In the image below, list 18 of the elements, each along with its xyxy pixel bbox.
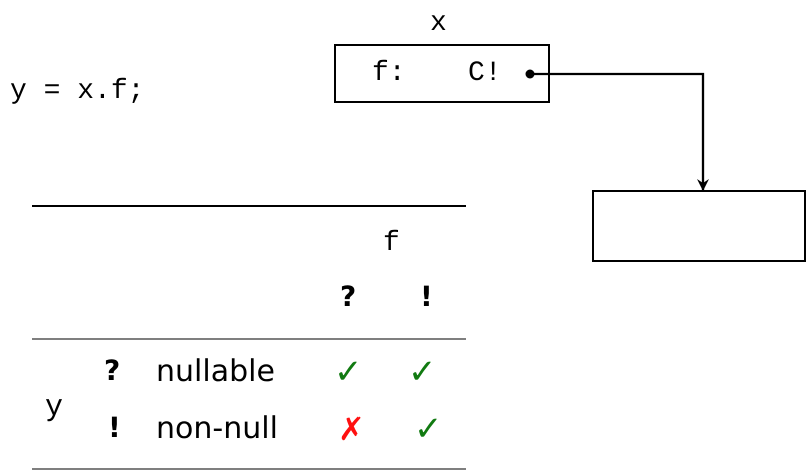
row-label: nullable [156,357,275,387]
row-header: y [45,393,64,423]
field-name: f: [372,60,406,88]
row-label: non-null [156,414,278,444]
check-mark: ✓ [408,355,436,389]
cross-mark: ✗ [338,413,365,445]
row-header: ! [108,414,121,442]
code-statement: y = x.f; [10,78,144,106]
arrow [526,70,709,191]
object-name: x [430,10,447,38]
row-header: ? [104,357,120,385]
column-header: f [383,230,400,258]
object-box [592,190,806,262]
column-header: ! [420,283,433,311]
check-mark: ✓ [414,412,442,446]
field-type: C! [468,60,502,88]
column-header: ? [340,283,356,311]
check-mark: ✓ [334,355,362,389]
